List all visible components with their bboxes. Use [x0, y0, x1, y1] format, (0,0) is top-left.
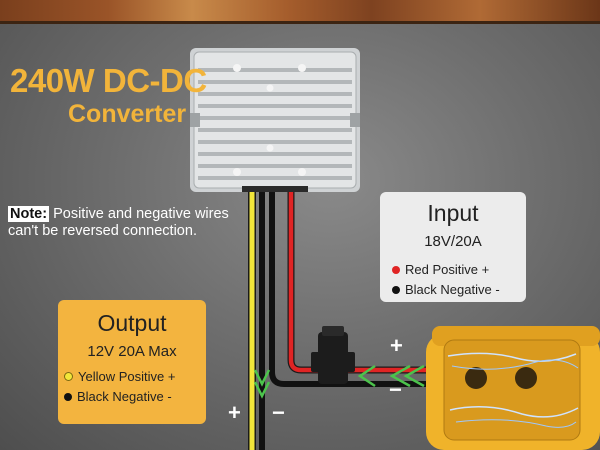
output-spec-card: Output 12V 20A Max Yellow Positive + Bla…	[58, 300, 206, 424]
black-dot-icon	[64, 393, 72, 401]
output-legend-black-label: Black Negative -	[77, 389, 172, 404]
input-legend-red: Red Positive +	[392, 262, 489, 277]
output-legend-black: Black Negative -	[64, 389, 172, 404]
yellow-dot-icon	[64, 372, 73, 381]
title-line-2: Converter	[68, 100, 187, 128]
wood-background	[0, 0, 600, 24]
output-minus-sign: −	[272, 400, 285, 425]
input-spec: 18V/20A	[424, 233, 482, 250]
black-dot-icon	[392, 286, 400, 294]
inline-fuse-icon	[311, 326, 355, 384]
output-legend-yellow: Yellow Positive +	[64, 369, 175, 384]
title-line-1: 240W DC-DC	[10, 62, 207, 99]
input-minus-sign: −	[389, 377, 402, 402]
current-arrow-icon	[253, 364, 425, 399]
input-black-wire	[269, 190, 430, 387]
output-legend-yellow-label: Yellow Positive +	[78, 369, 176, 384]
input-legend-red-label: Red Positive +	[405, 262, 490, 277]
input-legend-black: Black Negative -	[392, 282, 500, 297]
input-spec-card: Input 18V/20A Red Positive + Black Negat…	[380, 192, 526, 302]
output-title: Output	[97, 310, 167, 336]
note-label: Note:	[8, 206, 50, 222]
battery-adapter-icon	[426, 326, 600, 450]
output-plus-sign: +	[228, 400, 241, 425]
dc-dc-converter-icon	[190, 48, 360, 192]
input-legend-black-label: Black Negative -	[405, 282, 500, 297]
output-spec: 12V 20A Max	[87, 343, 177, 360]
note-text: Positive and negative wires can't be rev…	[8, 206, 229, 239]
red-dot-icon	[392, 266, 400, 274]
input-plus-sign: +	[390, 333, 403, 358]
input-title: Input	[427, 200, 479, 226]
wiring-note: Note: Positive and negative wires can't …	[8, 206, 248, 240]
